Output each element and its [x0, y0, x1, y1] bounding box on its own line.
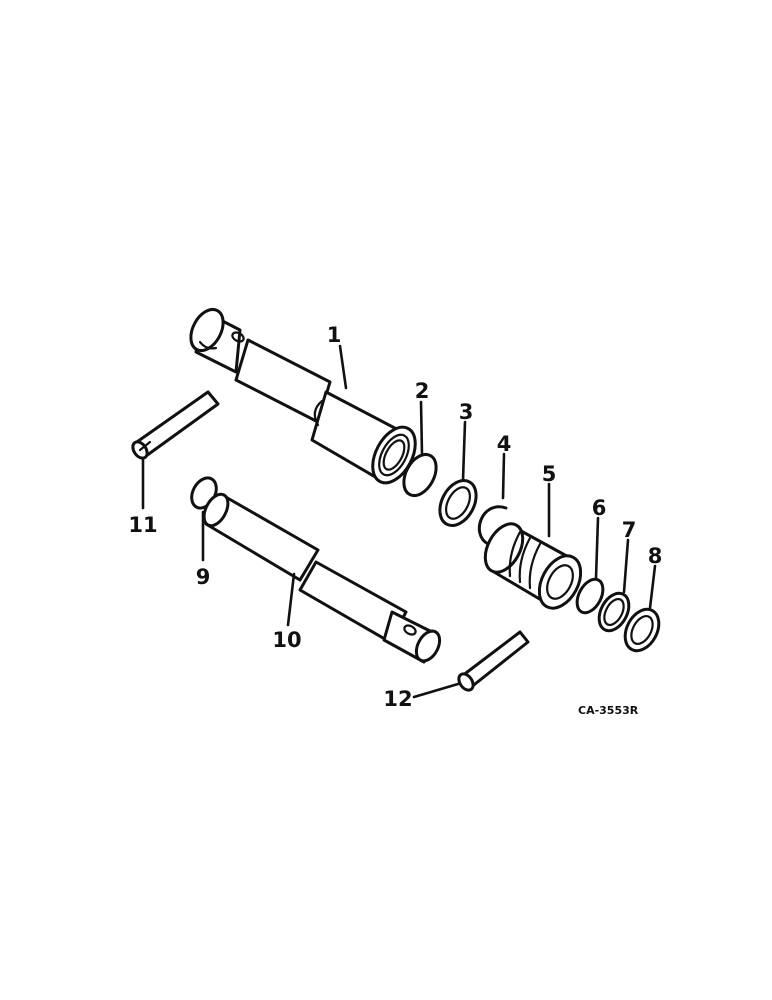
leader-lines — [141, 344, 657, 699]
callout-3: 3 — [459, 400, 474, 424]
callout-4: 4 — [497, 432, 512, 456]
part-8-wiper — [623, 607, 661, 653]
callout-12: 12 — [383, 687, 412, 711]
callout-9: 9 — [196, 565, 211, 589]
drawing-code: CA-3553R — [578, 704, 639, 717]
callout-10: 10 — [272, 628, 301, 652]
part-3-ring — [438, 479, 478, 527]
part-10-rod — [202, 492, 442, 664]
callout-8: 8 — [648, 544, 663, 568]
part-7-ring — [597, 591, 631, 633]
part-1-tube — [189, 307, 417, 485]
callout-5: 5 — [542, 462, 557, 486]
part-12-pin — [457, 630, 530, 692]
part-5-gland — [483, 522, 583, 610]
callout-6: 6 — [592, 496, 607, 520]
callout-1: 1 — [327, 323, 342, 347]
part-6-o-ring — [575, 577, 605, 615]
part-2-o-ring — [402, 452, 438, 498]
part-11-pin — [131, 390, 220, 460]
callout-11: 11 — [128, 513, 157, 537]
callout-7: 7 — [622, 518, 637, 542]
callout-2: 2 — [415, 379, 430, 403]
